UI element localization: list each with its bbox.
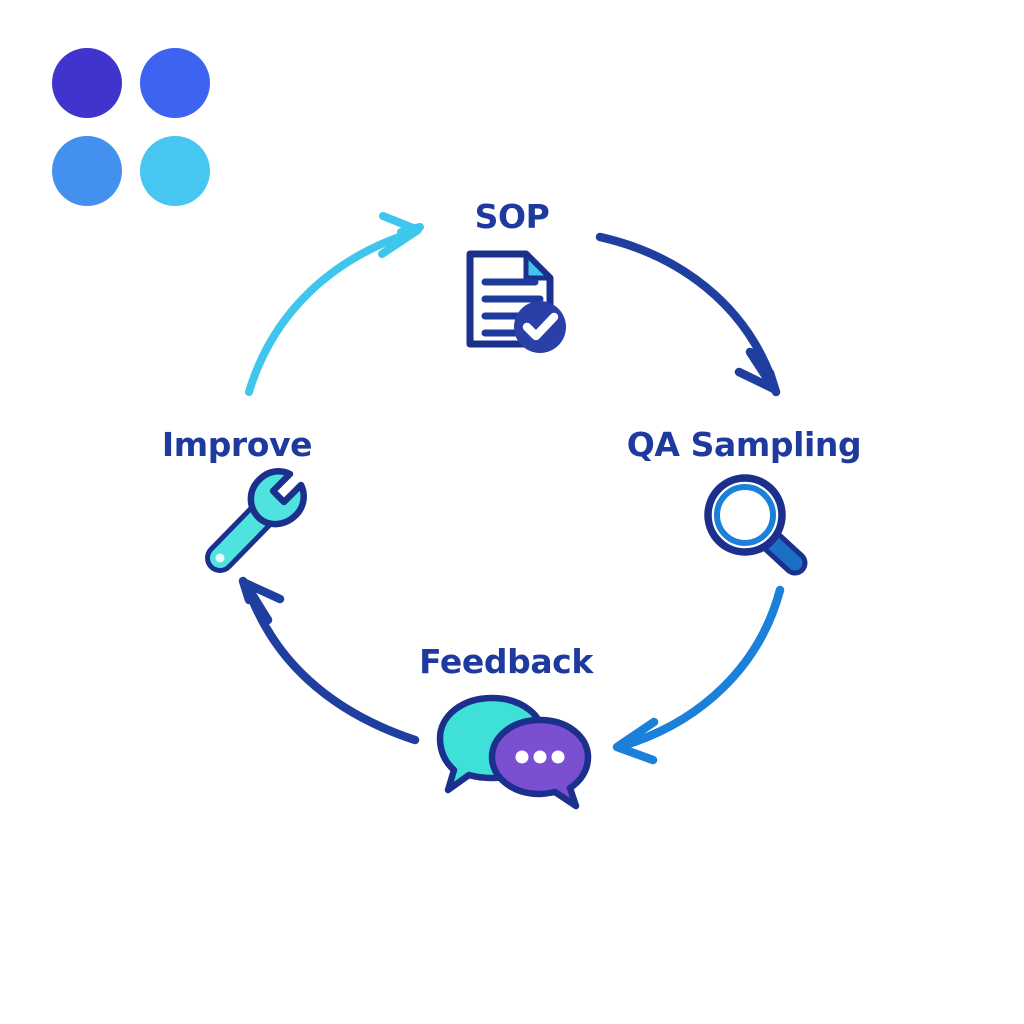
document-check-icon [466, 250, 566, 353]
chat-bubbles-icon [436, 694, 592, 810]
swatch-blue [52, 136, 122, 206]
magnifying-glass-icon [704, 474, 808, 576]
arrow-sop-to-qa [595, 232, 781, 397]
check-badge-icon [514, 301, 566, 353]
arrow-qa-to-feedback [612, 585, 785, 765]
chat-bubble-purple [488, 716, 592, 810]
node-label-feedback: Feedback [419, 642, 593, 681]
typing-dots-icon [515, 750, 565, 764]
arrow-improve-to-sop [245, 212, 424, 396]
arrow-feedback-to-improve [238, 576, 420, 745]
node-label-improve: Improve [161, 425, 313, 464]
node-label-qa-sampling: QA Sampling [626, 425, 862, 464]
node-label-sop: SOP [474, 197, 550, 236]
swatch-royal-blue [140, 48, 210, 118]
swatch-cyan [140, 136, 210, 206]
swatch-indigo [52, 48, 122, 118]
wrench-icon [205, 468, 307, 573]
wrench-highlight-dot [215, 553, 225, 563]
color-palette-swatches [52, 48, 210, 206]
